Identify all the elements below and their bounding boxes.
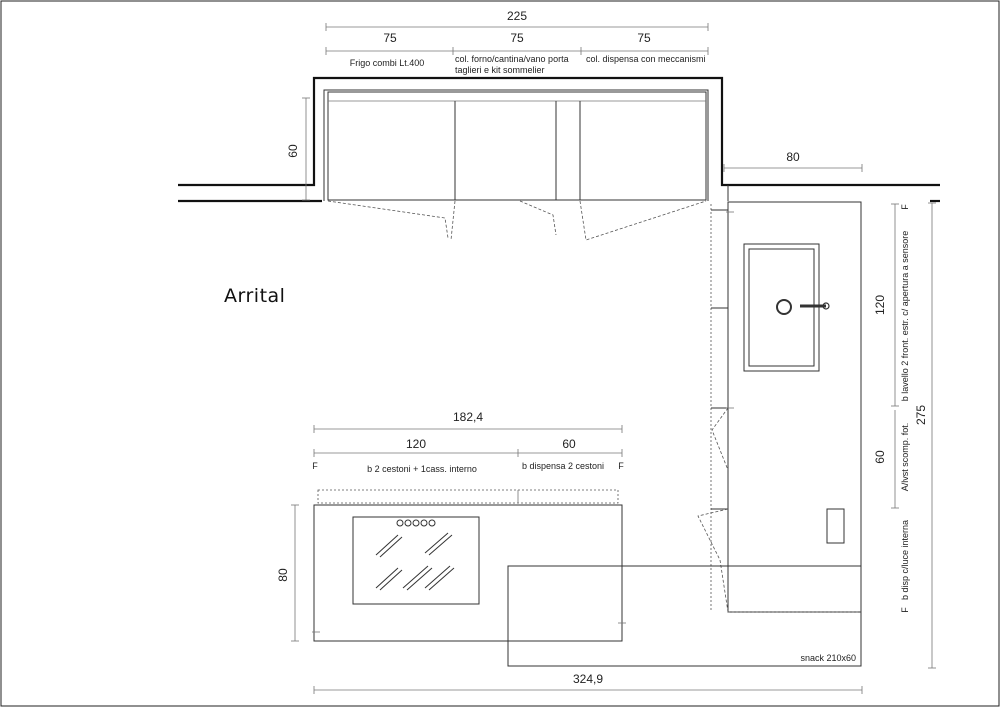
right-run bbox=[697, 201, 862, 613]
brand-logo: Arrital bbox=[224, 285, 285, 307]
top-module-width-3: 75 bbox=[637, 31, 651, 45]
top-run-columns bbox=[327, 91, 707, 241]
island-end-mark-left: F bbox=[312, 461, 318, 471]
island-depth: 80 bbox=[276, 568, 290, 582]
module-label-dispensa: col. dispensa con meccanismi bbox=[586, 54, 706, 64]
snack-label: snack 210x60 bbox=[800, 653, 856, 663]
overall-dimension: 324,9 bbox=[313, 672, 863, 694]
cooktop-knob-5 bbox=[428, 519, 436, 527]
cabinet-light bbox=[826, 508, 845, 544]
island bbox=[312, 489, 626, 642]
island-section-label-1: b 2 cestoni + 1cass. interno bbox=[367, 464, 477, 474]
island-dimensions: 182,4 120 60 F F b 2 cestoni + 1cass. in… bbox=[276, 410, 624, 642]
top-depth: 60 bbox=[286, 144, 300, 158]
side-width: 80 bbox=[786, 150, 800, 164]
cooktop-knob-4 bbox=[420, 519, 428, 527]
sink-drain bbox=[776, 299, 792, 315]
cooktop-reflection bbox=[375, 532, 455, 591]
right-label-lvst: A/lvst scomp. fot. bbox=[900, 423, 910, 492]
walls bbox=[178, 76, 940, 203]
snack-counter: snack 210x60 bbox=[507, 565, 862, 667]
right-dimensions: 120 60 b lavello 2 front. estr. c/ apert… bbox=[873, 202, 936, 669]
island-total-width: 182,4 bbox=[453, 410, 483, 424]
island-section-width-1: 120 bbox=[406, 437, 426, 451]
right-label-lavello: b lavello 2 front. estr. c/ apertura a s… bbox=[900, 231, 910, 402]
island-end-mark-right: F bbox=[618, 461, 624, 471]
module-label-forno-line2: taglieri e kit sommelier bbox=[455, 65, 545, 75]
module-label-frigo: Frigo combi Lt.400 bbox=[350, 58, 425, 68]
right-segment-2: 60 bbox=[873, 450, 887, 464]
cooktop-knob-3 bbox=[412, 519, 420, 527]
right-total-length: 275 bbox=[914, 405, 928, 425]
island-section-width-2: 60 bbox=[562, 437, 576, 451]
right-end-mark-top: F bbox=[900, 204, 910, 210]
top-module-width-2: 75 bbox=[510, 31, 524, 45]
right-label-disp: b disp c/luce interna bbox=[900, 520, 910, 600]
cooktop-knob-2 bbox=[404, 519, 412, 527]
cooktop-knob-1 bbox=[396, 519, 404, 527]
top-total-width: 225 bbox=[507, 9, 527, 23]
right-end-mark-bottom: F bbox=[900, 607, 910, 613]
module-label-forno-line1: col. forno/cantina/vano porta bbox=[455, 54, 569, 64]
top-dimensions: 225 75 75 75 Frigo combi Lt.400 col. for… bbox=[286, 9, 863, 201]
cooktop bbox=[352, 516, 480, 605]
top-module-width-1: 75 bbox=[383, 31, 397, 45]
island-section-label-2: b dispensa 2 cestoni bbox=[522, 461, 604, 471]
overall-width: 324,9 bbox=[573, 672, 603, 686]
right-segment-1: 120 bbox=[873, 295, 887, 315]
